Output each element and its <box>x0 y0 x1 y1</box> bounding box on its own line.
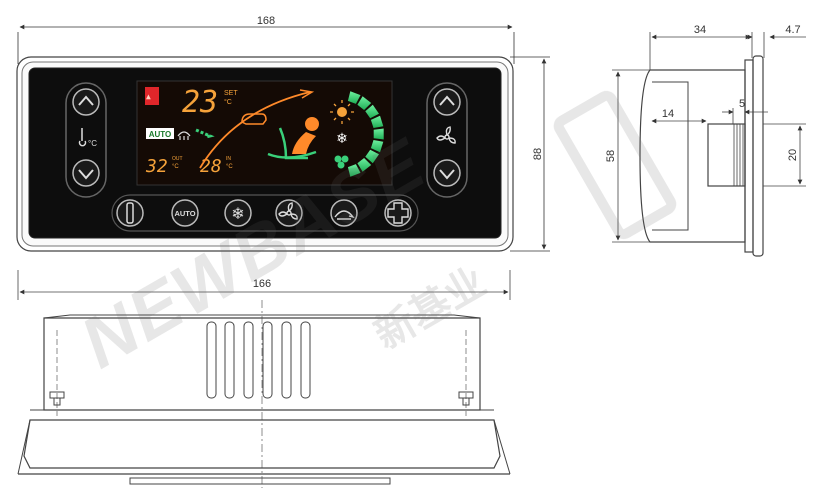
defrost-icon <box>177 131 191 140</box>
heater-indicator-icon <box>145 87 159 105</box>
ac-button[interactable]: ❄ <box>224 199 252 227</box>
temperature-unit-label: °C <box>88 139 97 148</box>
right-button-column <box>426 82 468 198</box>
mounting-screw-right <box>458 391 474 406</box>
outside-label: OUT <box>172 156 183 162</box>
fan-icon <box>278 202 298 220</box>
set-temperature-value: 23 <box>182 85 218 120</box>
recirculation-button[interactable] <box>330 199 358 227</box>
dimension-body-width: 166 <box>253 278 271 290</box>
sun-icon <box>330 100 354 124</box>
fan-speed-bar-segment <box>370 115 384 128</box>
dimension-inner-offset: 14 <box>662 108 674 120</box>
outside-temperature-value: 32 <box>145 156 168 177</box>
fan-speed-bar-segment <box>347 91 361 104</box>
side-view: 34 4.7 58 14 5 20 <box>605 24 806 257</box>
right-up-button[interactable] <box>433 88 461 116</box>
fan-speed-bar-segment <box>357 158 372 172</box>
connector-block <box>707 123 746 187</box>
vent-slots <box>206 321 311 399</box>
chevron-up-icon <box>78 95 94 106</box>
auto-badge: AUTO <box>149 130 172 139</box>
fan-speed-bar-arc <box>347 91 384 177</box>
right-down-button[interactable] <box>433 159 461 187</box>
left-button-column: °C <box>65 82 107 198</box>
recirculation-icon <box>334 210 355 220</box>
inside-temperature-value: 28 <box>200 156 222 177</box>
fan-speed-bar-segment <box>370 140 384 153</box>
mounting-screw-left <box>49 391 65 406</box>
dimension-overall-width: 168 <box>257 15 275 27</box>
thermometer-icon <box>78 128 87 147</box>
auto-button[interactable]: AUTO <box>171 199 199 227</box>
power-button[interactable] <box>116 199 144 227</box>
windshield-icon <box>241 113 267 125</box>
fan-speed-bar-segment <box>365 104 379 119</box>
chevron-up-icon <box>439 95 455 106</box>
dimension-side-depth: 34 <box>694 24 706 36</box>
snowflake-icon: ❄ <box>231 206 244 223</box>
fan-speed-bar-segment <box>357 96 372 110</box>
fan-button[interactable] <box>275 199 303 227</box>
temperature-indicator: °C <box>78 128 97 148</box>
inside-unit: °C <box>226 164 233 170</box>
airflow-arrow-icon <box>195 128 215 139</box>
fan-speed-bar-segment <box>373 128 384 140</box>
airflow-curve-icon <box>199 91 311 169</box>
heat-button[interactable] <box>384 199 412 227</box>
chevron-down-icon <box>78 169 94 180</box>
auto-button-label: AUTO <box>174 209 195 218</box>
set-label: SET <box>224 90 238 97</box>
left-down-button[interactable] <box>72 159 100 187</box>
seated-person-icon <box>267 117 319 160</box>
cross-icon <box>387 202 409 224</box>
dimension-connector-width: 5 <box>739 98 745 110</box>
lcd-display: ▲ 23 SET °C AUTO 32 OUT °C 28 IN °C <box>136 80 393 186</box>
fan-speed-indicator <box>436 126 456 144</box>
fan-speed-bar-segment <box>365 149 379 164</box>
dimension-connector-height: 20 <box>787 149 799 161</box>
inside-label: IN <box>226 156 231 162</box>
power-icon <box>126 202 134 224</box>
front-view: 168 88 °C <box>16 15 550 252</box>
bottom-button-row: AUTO ❄ <box>111 194 419 232</box>
chevron-down-icon <box>439 169 455 180</box>
dimension-overall-height: 88 <box>532 148 544 160</box>
dimension-body-height: 58 <box>605 150 617 162</box>
svg-text:新基业: 新基业 <box>367 259 494 359</box>
top-view: 166 <box>17 270 511 488</box>
snowflake-icon: ❄ <box>336 130 348 146</box>
leaf-icon <box>334 155 349 169</box>
set-unit: °C <box>224 98 232 106</box>
left-up-button[interactable] <box>72 88 100 116</box>
dimension-flange-thickness: 4.7 <box>785 24 800 36</box>
fan-icon <box>436 126 456 144</box>
outside-unit: °C <box>172 164 179 170</box>
fan-speed-bar-segment <box>347 164 361 177</box>
svg-text:▲: ▲ <box>146 92 151 101</box>
